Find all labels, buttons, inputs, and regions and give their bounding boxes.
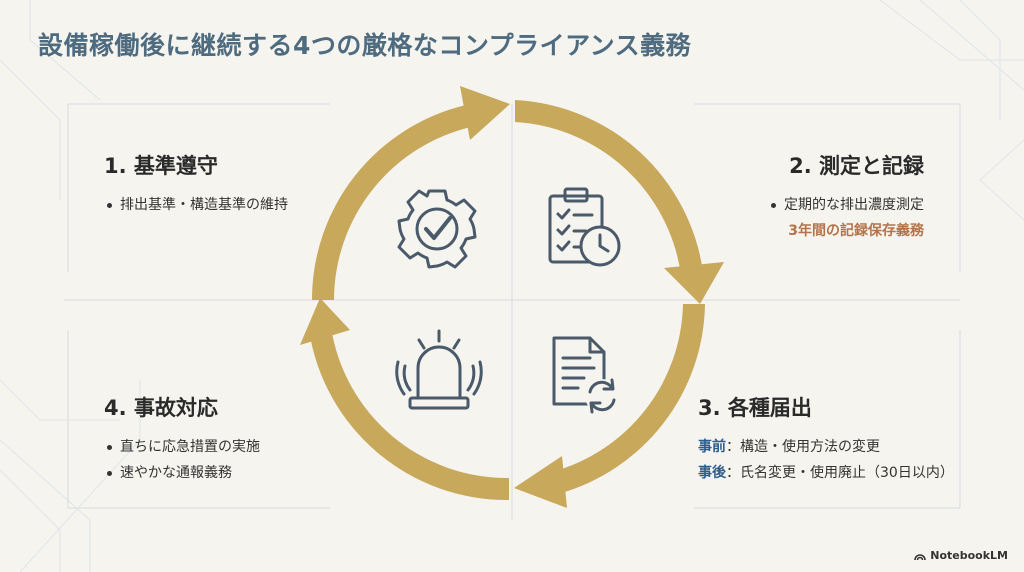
quadrant-heading: 1. 基準遵守 — [104, 154, 218, 178]
quadrant-accident-response: 4. 事故対応 直ちに応急措置の実施 速やかな通報義務 — [104, 392, 260, 486]
list-item: 事後：氏名変更・使用廃止（30日以内） — [698, 465, 954, 481]
list-item: 速やかな通報義務 — [104, 460, 260, 486]
quadrant-measurement-records: 2. 測定と記録 定期的な排出濃度測定 3年間の記録保存義務 — [768, 150, 924, 244]
notebooklm-logo-icon — [914, 553, 927, 560]
row-label: 事前 — [698, 439, 726, 455]
brand-watermark: NotebookLM — [914, 549, 1008, 562]
list-item: 事前：構造・使用方法の変更 — [698, 439, 880, 455]
quadrant-standards-compliance: 1. 基準遵守 排出基準・構造基準の維持 — [104, 150, 288, 218]
list-item: 直ちに応急措置の実施 — [104, 434, 260, 460]
quadrant-heading: 3. 各種届出 — [698, 396, 812, 420]
quadrant-heading: 4. 事故対応 — [104, 396, 218, 420]
cycle-arrow-top-left — [311, 86, 510, 300]
quadrant-heading: 2. 測定と記録 — [789, 154, 924, 178]
list-item: 定期的な排出濃度測定 — [768, 192, 924, 218]
quadrant-notifications: 3. 各種届出 事前：構造・使用方法の変更 事後：氏名変更・使用廃止（30日以内… — [698, 392, 954, 486]
highlight-text: 3年間の記録保存義務 — [788, 223, 924, 239]
cycle-arrow-top-right — [515, 100, 724, 304]
row-label: 事後 — [698, 465, 726, 481]
list-item: 排出基準・構造基準の維持 — [104, 192, 288, 218]
cycle-arrow-bottom-left — [300, 298, 509, 501]
row-text: 氏名変更・使用廃止（30日以内） — [740, 465, 954, 481]
cycle-arrow-bottom-right — [514, 304, 705, 508]
page-title: 設備稼働後に継続する4つの厳格なコンプライアンス義務 — [38, 31, 692, 60]
brand-label: NotebookLM — [930, 549, 1008, 562]
row-text: 構造・使用方法の変更 — [740, 439, 880, 455]
